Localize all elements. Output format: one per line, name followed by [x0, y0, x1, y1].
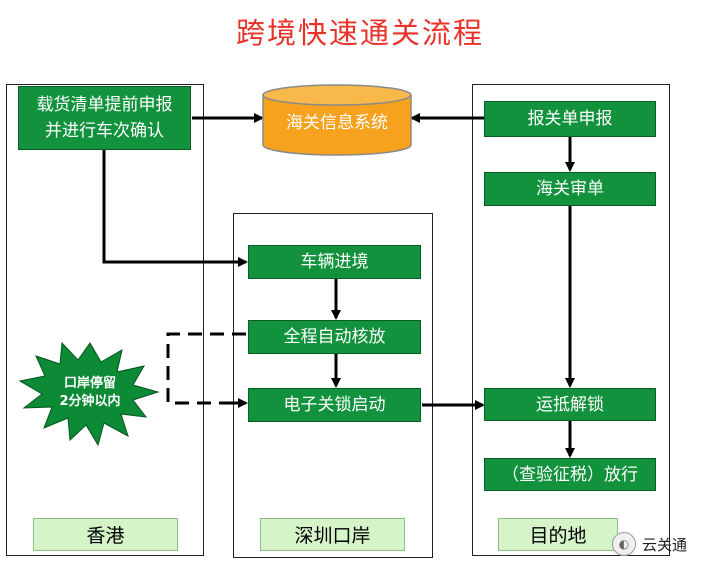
box-vehicle-entry: 车辆进境: [248, 245, 421, 279]
wechat-icon: ◐: [612, 532, 636, 556]
box-customs-review: 海关审单: [484, 172, 656, 206]
customs-system-label: 海关信息系统: [286, 113, 388, 133]
dashed-bracket: [166, 332, 246, 405]
manifest-line2: 并进行车次确认: [45, 121, 164, 141]
box-electronic-lock: 电子关锁启动: [248, 388, 421, 422]
lane-label-hongkong: 香港: [33, 518, 178, 551]
box-auto-release: 全程自动核放: [248, 320, 421, 354]
page-title: 跨境快速通关流程: [235, 16, 484, 50]
lane-label-destination: 目的地: [498, 518, 618, 551]
box-inspection-release: （查验征税）放行: [484, 458, 656, 491]
lane-label-shenzhen: 深圳口岸: [260, 518, 405, 551]
manifest-line1: 载货清单提前申报: [36, 95, 173, 115]
box-arrival-unlock: 运抵解锁: [484, 388, 656, 421]
starburst-line1: 口岸停留: [63, 376, 116, 391]
watermark: ◐ 云关通: [612, 532, 687, 556]
arrow-manifest-to-vehicle: [102, 150, 248, 267]
box-manifest-declaration: 载货清单提前申报 并进行车次确认: [18, 86, 191, 150]
watermark-text: 云关通: [642, 535, 688, 554]
starburst-line2: 2分钟以内: [59, 394, 121, 409]
box-declaration: 报关单申报: [484, 101, 656, 137]
starburst-shape: [18, 341, 160, 447]
customs-system-cylinder: [262, 84, 412, 156]
starburst-label: 口岸停留 2分钟以内: [40, 375, 140, 411]
